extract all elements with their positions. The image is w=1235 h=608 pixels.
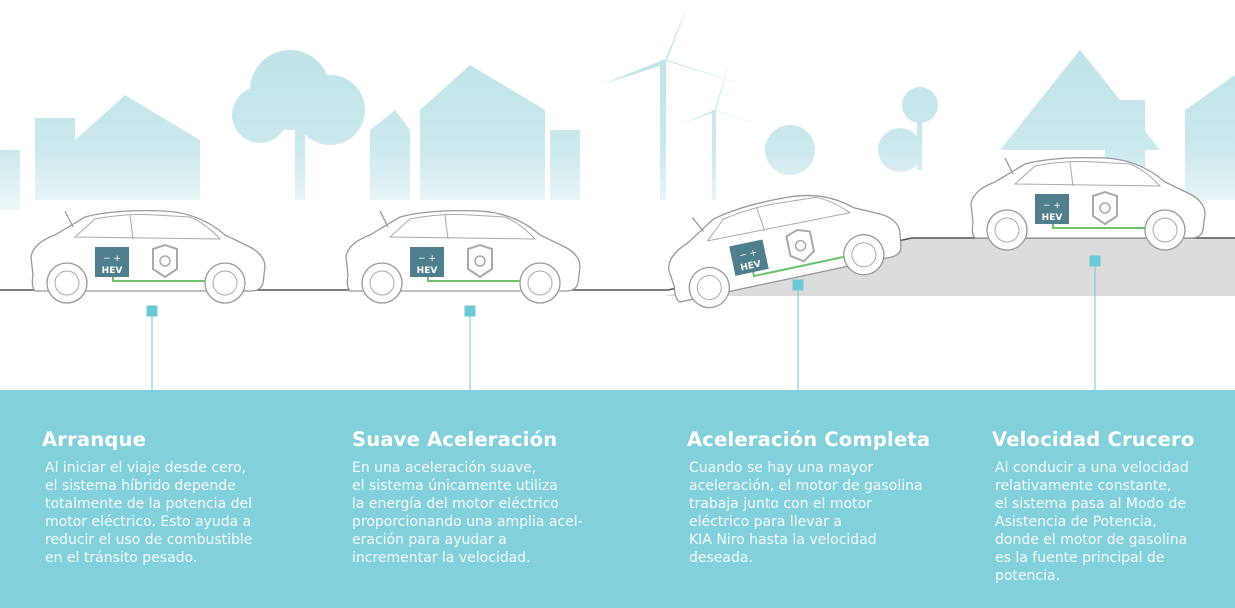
wheel-icon [986, 209, 1028, 251]
wheel-icon [46, 262, 88, 304]
wheel-icon [688, 266, 730, 309]
stage-velocidad-crucero: Velocidad Crucero Al conducir a una velo… [992, 428, 1194, 585]
engine-icon [1092, 190, 1118, 226]
battery-symbols: − + [1043, 201, 1061, 211]
antenna [1004, 157, 1014, 175]
stage-description: Cuando se hay una mayor aceleración, el … [689, 460, 923, 566]
battery-icon [95, 247, 129, 277]
wheel-icon [204, 262, 246, 304]
wheel-icon [1144, 209, 1186, 251]
battery-label: HEV [1042, 213, 1063, 223]
engine-icon [467, 243, 493, 279]
stage-aceleracion-completa: Aceleración Completa Cuando se hay una m… [687, 428, 930, 567]
antenna [691, 217, 705, 232]
battery-symbols: − + [739, 248, 759, 262]
stage-description: En una aceleración suave, el sistema úni… [352, 460, 583, 566]
antenna [379, 210, 389, 228]
car-aceleracion-completa: − +HEV [668, 194, 902, 309]
stage-title: Aceleración Completa [687, 428, 931, 451]
energy-flow-line [112, 277, 205, 282]
battery-symbols: − + [103, 254, 121, 264]
markers [146, 255, 1101, 390]
description-panel [0, 390, 1235, 608]
battery-label: HEV [740, 259, 762, 273]
stage-suave-aceleracion: Suave Aceleración En una aceleración sua… [352, 428, 583, 567]
stage-arranque: Arranque Al iniciar el viaje desde cero,… [42, 428, 252, 567]
wheel-icon [519, 262, 561, 304]
stage-title: Velocidad Crucero [992, 428, 1195, 451]
wheel-icon [361, 262, 403, 304]
engine-icon [785, 228, 816, 263]
battery-label: HEV [417, 266, 438, 276]
car-arranque: − + HEV [30, 209, 266, 304]
battery-icon [1035, 194, 1069, 224]
car-windows [1013, 161, 1162, 187]
illustration-scene: − +HEV − +HEV − +HEV − +HEV [0, 0, 1235, 390]
battery-symbols: − + [418, 254, 436, 264]
car-windows [706, 196, 852, 242]
battery-icon [410, 247, 444, 277]
road-slope [665, 238, 1235, 296]
antenna [64, 210, 74, 228]
stage-description: Al conducir a una velocidad relativament… [995, 460, 1189, 584]
energy-flow-line [1052, 224, 1145, 229]
wheel-icon [843, 234, 885, 276]
stage-description: Al iniciar el viaje desde cero, el siste… [45, 460, 253, 566]
car-velocidad-crucero: − + HEV [970, 156, 1206, 251]
stage-title: Suave Aceleración [352, 428, 558, 451]
engine-icon [152, 243, 178, 279]
car-windows [388, 214, 537, 240]
battery-icon [729, 239, 769, 276]
battery-label: HEV [102, 266, 123, 276]
energy-flow-line [427, 277, 520, 282]
stage-title: Arranque [42, 428, 147, 451]
car-windows [73, 214, 222, 240]
car-suave-aceleracion: − + HEV [345, 209, 581, 304]
energy-flow-line [752, 255, 845, 278]
